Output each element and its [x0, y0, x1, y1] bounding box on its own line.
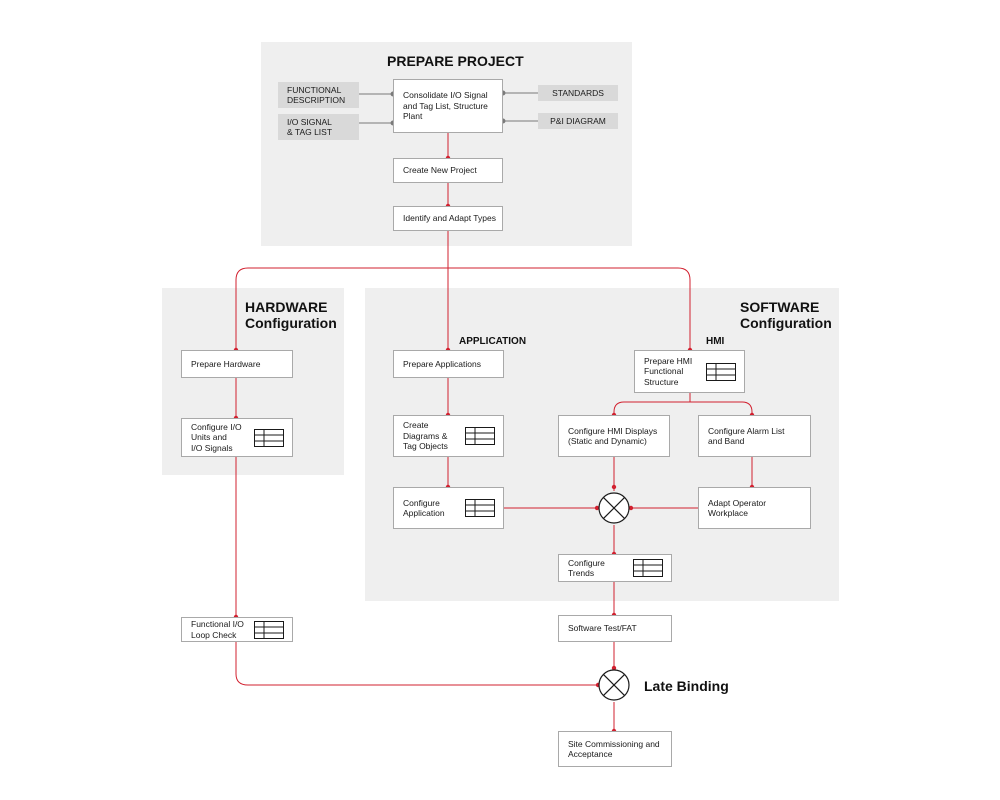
merge-circle-icon — [598, 492, 630, 524]
step-label: Configure Application — [403, 497, 445, 519]
step-label: Site Commissioning and Acceptance — [568, 738, 660, 760]
hmi-label: HMI — [706, 336, 725, 347]
step-site-commissioning: Site Commissioning and Acceptance — [558, 731, 672, 767]
step-label: Prepare Hardware — [191, 358, 261, 369]
step-configure-trends: Configure Trends — [558, 554, 672, 582]
merge-circle-icon — [598, 669, 630, 701]
step-prepare-applications: Prepare Applications — [393, 350, 504, 378]
table-icon — [254, 428, 284, 447]
step-label: Configure Alarm List and Band — [708, 425, 785, 447]
input-standards: STANDARDS — [538, 85, 618, 101]
step-label: Configure I/O Units and I/O Signals — [191, 421, 242, 453]
table-icon — [633, 559, 663, 577]
step-configure-application: Configure Application — [393, 487, 504, 529]
step-label: Prepare Applications — [403, 358, 481, 369]
prepare-project-title: PREPARE PROJECT — [387, 53, 524, 69]
step-label: Functional I/O Loop Check — [191, 619, 244, 640]
step-create-new-project: Create New Project — [393, 158, 503, 183]
table-icon — [706, 362, 736, 381]
step-label: Create Diagrams & Tag Objects — [403, 420, 448, 452]
step-configure-alarm-list: Configure Alarm List and Band — [698, 415, 811, 457]
step-configure-hmi-displays: Configure HMI Displays (Static and Dynam… — [558, 415, 670, 457]
step-consolidate-io: Consolidate I/O Signal and Tag List, Str… — [393, 79, 503, 133]
step-functional-io-loop-check: Functional I/O Loop Check — [181, 617, 293, 642]
table-icon — [465, 499, 495, 517]
step-label: Adapt Operator Workplace — [708, 497, 767, 519]
step-label: Configure HMI Displays (Static and Dynam… — [568, 425, 658, 447]
step-label: Create New Project — [403, 165, 477, 176]
table-icon — [254, 620, 284, 639]
step-label: Configure Trends — [568, 557, 605, 579]
input-pid-diagram: P&I DIAGRAM — [538, 113, 618, 129]
step-label: Prepare HMI Functional Structure — [644, 355, 693, 387]
step-create-diagrams: Create Diagrams & Tag Objects — [393, 415, 504, 457]
input-functional-description: FUNCTIONAL DESCRIPTION — [278, 82, 359, 108]
hardware-title: HARDWARE Configuration — [245, 299, 337, 331]
step-prepare-hardware: Prepare Hardware — [181, 350, 293, 378]
step-adapt-operator-workplace: Adapt Operator Workplace — [698, 487, 811, 529]
step-identify-adapt-types: Identify and Adapt Types — [393, 206, 503, 231]
step-label: Consolidate I/O Signal and Tag List, Str… — [403, 90, 488, 122]
software-title: SOFTWARE Configuration — [740, 299, 832, 331]
input-io-signal-tag-list: I/O SIGNAL & TAG LIST — [278, 114, 359, 140]
step-software-test-fat: Software Test/FAT — [558, 615, 672, 642]
step-label: Identify and Adapt Types — [403, 213, 496, 224]
application-label: APPLICATION — [459, 336, 527, 347]
table-icon — [465, 427, 495, 445]
step-prepare-hmi: Prepare HMI Functional Structure — [634, 350, 745, 393]
step-label: Software Test/FAT — [568, 623, 637, 634]
late-binding-label: Late Binding — [644, 678, 729, 694]
step-configure-io-units: Configure I/O Units and I/O Signals — [181, 418, 293, 457]
